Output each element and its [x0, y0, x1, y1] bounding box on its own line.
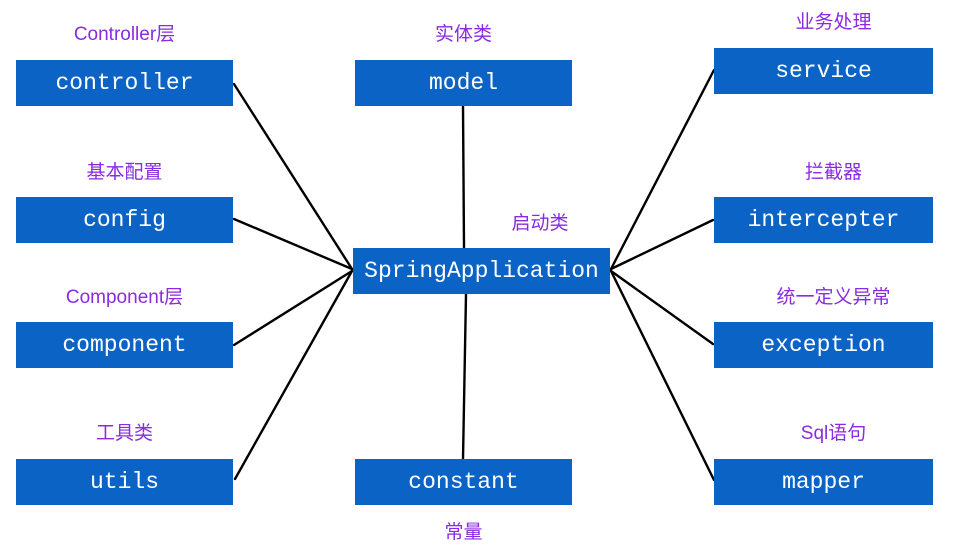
edge-config-center: [232, 217, 354, 271]
caption-sql-statement: Sql语句: [800, 423, 867, 444]
node-model: model: [355, 60, 572, 106]
edge-center-service: [609, 68, 716, 271]
caption-business-processing: 业务处理: [795, 12, 872, 33]
node-constant: constant: [355, 459, 572, 505]
caption-interceptor: 拦截器: [804, 162, 862, 183]
edge-model-center: [461, 104, 466, 250]
caption-unified-exception: 统一定义异常: [776, 287, 891, 308]
edge-center-exception: [609, 269, 715, 346]
edge-center-intercepter: [609, 218, 715, 271]
edge-center-constant: [461, 292, 468, 461]
caption-basic-config: 基本配置: [86, 162, 163, 183]
edge-component-center: [232, 269, 354, 347]
node-mapper: mapper: [714, 459, 933, 505]
node-service: service: [714, 48, 933, 94]
node-config: config: [16, 197, 233, 243]
node-component: component: [16, 322, 233, 368]
edge-controller-center: [232, 82, 354, 271]
caption-startup-class: 启动类: [511, 213, 569, 234]
node-exception: exception: [714, 322, 933, 368]
node-controller: controller: [16, 60, 233, 106]
caption-component-layer: Component层: [65, 287, 184, 308]
edge-utils-center: [233, 269, 354, 481]
caption-utility-class: 工具类: [95, 423, 153, 444]
node-intercepter: intercepter: [714, 197, 933, 243]
caption-controller-layer: Controller层: [73, 24, 176, 45]
node-spring-application: SpringApplication: [353, 248, 610, 294]
caption-constant: 常量: [444, 522, 483, 543]
caption-entity-class: 实体类: [434, 24, 492, 45]
node-utils: utils: [16, 459, 233, 505]
edge-center-mapper: [609, 269, 716, 482]
